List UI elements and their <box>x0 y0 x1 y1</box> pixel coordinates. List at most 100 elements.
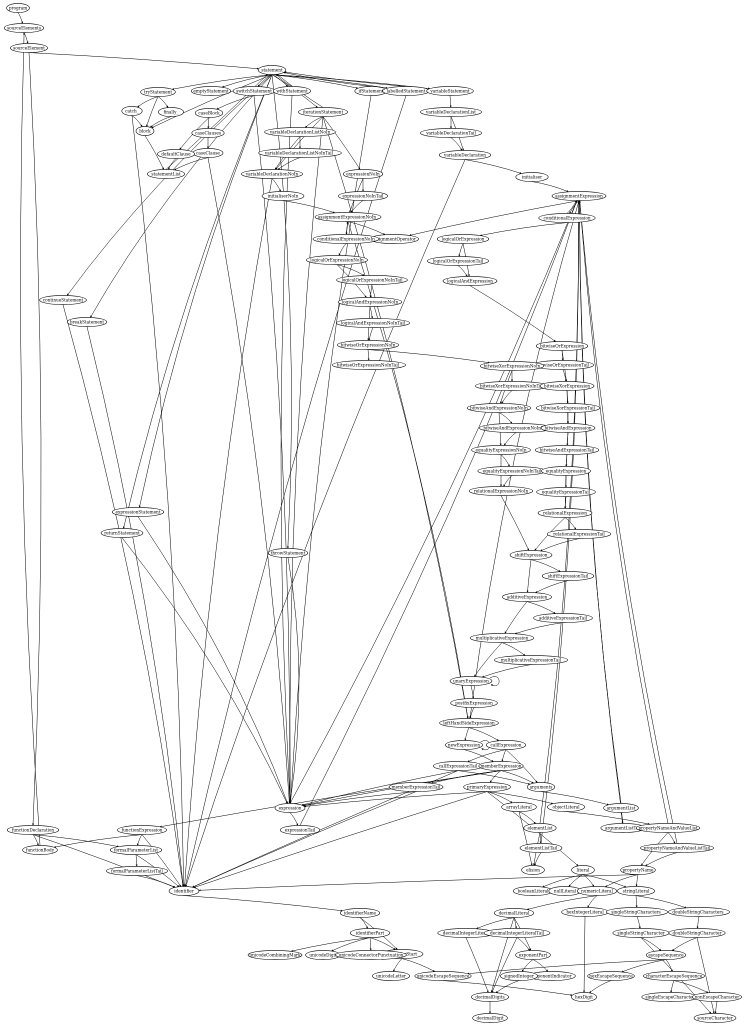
node-shape <box>135 126 155 136</box>
node-shape <box>336 275 408 285</box>
node-additiveExpression: additiveExpression <box>502 592 552 602</box>
node-shape <box>241 169 303 179</box>
node-unaryExpression: unaryExpression <box>449 676 493 686</box>
node-label: caseClauses <box>195 130 221 135</box>
node-shape <box>414 971 472 981</box>
node-label: decimalIntegerLiteralTail <box>490 930 545 935</box>
node-label: variableStatement <box>429 88 470 93</box>
node-label: variableDeclarationListNoIn <box>269 129 331 134</box>
edge-doubleStringCharacter-to-sourceCharacter <box>696 937 715 1014</box>
node-shape <box>539 381 595 391</box>
node-elementList: elementList <box>523 823 557 833</box>
node-bitwiseAndExpressionNoInTail: bitwiseAndExpressionNoInTail <box>479 423 553 433</box>
edge-newExpression-to-memberExpression <box>463 749 494 762</box>
node-shape <box>620 865 656 875</box>
node-label: assignmentOperator <box>372 236 416 241</box>
edge-assignmentExpressionNoIn_-to-assignmentOperator <box>347 221 386 235</box>
node-label: relationalExpressionTail <box>553 531 605 536</box>
node-shape <box>471 992 509 1002</box>
node-initialiser: initialiser <box>515 172 549 182</box>
node-shape <box>247 950 303 960</box>
edge-caseClause-to-expression <box>207 157 291 804</box>
edge-callExpression-to-callExpressionTail <box>467 749 507 762</box>
edge-postfixExpression-to-leftHandSideExpression <box>469 707 475 719</box>
node-label: bitwiseAndExpression <box>544 425 591 430</box>
node-bitwiseAndExpression: bitwiseAndExpression <box>540 423 596 433</box>
node-label: elision <box>526 867 540 872</box>
node-label: bitwiseAndExpressionTail <box>540 447 595 452</box>
node-label: statementList <box>151 171 181 176</box>
edge-functionDeclaration-to-formalParameterList <box>32 834 119 848</box>
node-shape <box>533 613 593 623</box>
node-assignmentExpression: assignmentExpression <box>551 191 607 201</box>
node-label: ifStatement <box>359 88 384 93</box>
nodes-layer: programsourceElementssourceElementstatem… <box>3 3 742 1023</box>
node-shape <box>111 507 165 517</box>
node-shape <box>338 191 388 201</box>
node-label: decimalDigit <box>476 1015 503 1020</box>
edge-switchStatement-to-expression <box>253 95 291 804</box>
edge-assignmentExpression-to-assignmentOperator <box>409 200 580 236</box>
node-label: decimalIntegerLiteral <box>443 930 490 935</box>
node-conditionalExpression: conditionalExpression <box>538 213 596 223</box>
node-catch_: catch_ <box>121 106 143 116</box>
node-conditionalExpressionNoIn: conditionalExpressionNoIn <box>312 234 380 244</box>
edge-stringLiteral-to-singleStringCharacters_ <box>635 895 638 908</box>
node-variableStatement: variableStatement <box>426 86 474 96</box>
edge-memberExpressionTail-to-identifier <box>192 791 417 888</box>
edge-assignmentExpression-to-leftHandSideExpression <box>469 200 580 719</box>
node-label: doubleStringCharacter <box>672 930 721 935</box>
node-label: singleStringCharacter <box>617 930 664 935</box>
edge-formalParameterListTail-to-identifier <box>136 875 176 888</box>
edge-iterationStatement-to-expression <box>289 116 324 804</box>
node-label: logicalAndExpressionNoIn <box>342 299 399 304</box>
node-emptyStatement: emptyStatement <box>190 86 232 96</box>
node-label: bitwiseOrExpressionNoIn <box>341 342 396 347</box>
node-shape <box>10 43 48 53</box>
node-shape <box>692 992 742 1002</box>
node-label: arguments <box>530 784 553 789</box>
node-shape <box>445 740 483 750</box>
node-label: bitwiseAndExpressionNoIn <box>470 405 528 410</box>
node-formalParameterListTail: formalParameterListTail <box>106 866 168 876</box>
node-label: propertyName <box>622 867 654 872</box>
node-label: multiplicativeExpressionTail <box>501 657 562 662</box>
node-sourceElement: sourceElement <box>10 43 48 53</box>
node-label: initialiserNoIn <box>268 193 299 198</box>
node-label: variableDeclarationTail <box>425 130 476 135</box>
node-shape <box>463 782 511 792</box>
edge-variableDeclarationListNoInTail_-to-variableDeclarationNoIn <box>277 157 301 170</box>
node-singleStringCharacters_: singleStringCharacters_ <box>606 907 668 917</box>
edge-primaryExpression-to-arrayLiteral <box>486 791 513 803</box>
edge-exponentPart-to-signedInteger <box>521 959 534 972</box>
node-shape <box>471 445 531 455</box>
node-label: labelledStatement <box>387 88 426 93</box>
node-bitwiseAndExpressionNoIn: bitwiseAndExpressionNoIn <box>466 403 532 413</box>
node-label: logicalAndExpression <box>447 278 493 283</box>
node-shape <box>479 361 545 371</box>
node-shape <box>606 907 668 917</box>
edge-escapeSequence-to-characterEscapeSequence <box>665 959 673 972</box>
node-shape <box>6 825 60 835</box>
node-shape <box>493 908 535 918</box>
node-shape <box>264 127 336 137</box>
node-caseClauses: caseClauses <box>191 128 225 138</box>
edge-arguments-to-argumentList <box>540 791 609 806</box>
node-shape <box>427 256 489 266</box>
node-shape <box>3 23 45 33</box>
node-label: continueStatement <box>43 297 84 302</box>
node-propertyName: propertyName <box>620 865 656 875</box>
edge-primaryExpression-to-identifier <box>193 791 488 888</box>
node-shape <box>191 128 225 138</box>
node-shape <box>509 550 553 560</box>
node-switchStatement: switchStatement <box>232 86 276 96</box>
edge-decimalIntegerLiteralTail-to-decimalDigits <box>491 937 518 993</box>
node-arrayLiteral: arrayLiteral <box>501 802 537 812</box>
edge-shiftExpressionTail-to-additiveExpression <box>535 580 569 593</box>
node-statementList: statementList <box>147 169 185 179</box>
node-equalityExpressionTail: equalityExpressionTail <box>536 487 596 497</box>
node-shape <box>693 1013 737 1023</box>
edge-logicalOrExpressionNoInTail-to-logicalAndExpressionNoIn <box>369 284 373 298</box>
edge-numericLiteral-to-decimalLiteral <box>526 895 598 911</box>
